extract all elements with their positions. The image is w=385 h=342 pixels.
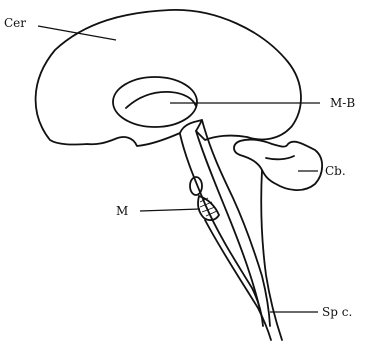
cerebrum-leader [38, 26, 116, 40]
midbrain-oval [113, 77, 197, 127]
label-cerebrum: Cer [4, 16, 26, 30]
cerebellum-outline [234, 140, 322, 191]
cerebellum-inner-fold [266, 156, 294, 159]
medulla-leader [140, 209, 200, 211]
spinal-cord-lower-left [205, 220, 271, 340]
brainstem-right-outline [202, 120, 270, 326]
spinal-cord-lower-right [261, 170, 282, 340]
label-mid-brain: M-B [330, 96, 355, 110]
label-medulla: M [116, 204, 128, 218]
label-cerebellum: Cb. [325, 164, 346, 178]
label-spinal-cord: Sp c. [322, 305, 352, 319]
midbrain-inner-curve [126, 92, 196, 108]
medulla-hatched-outline [198, 196, 219, 220]
